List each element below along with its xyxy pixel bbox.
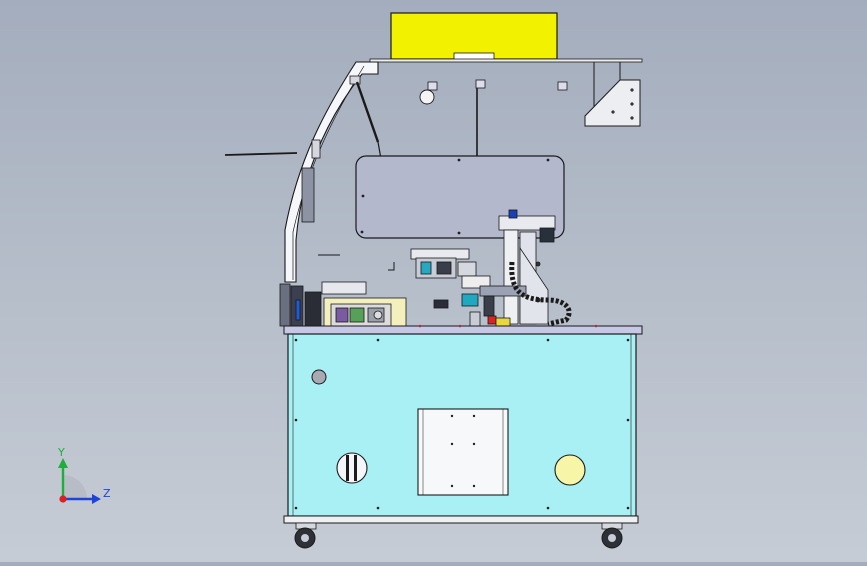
gas-strut bbox=[355, 81, 380, 143]
cabinet-round-port bbox=[554, 454, 586, 486]
top-mount-brackets bbox=[427, 79, 568, 91]
side-door-panel bbox=[301, 167, 315, 223]
vertical-column bbox=[498, 215, 556, 231]
axis-y-label: Y bbox=[57, 446, 65, 459]
arm-hinge bbox=[349, 75, 361, 85]
handle-bar bbox=[224, 152, 298, 156]
base-rail bbox=[283, 515, 639, 524]
cabinet-access-door bbox=[417, 408, 509, 496]
table-top bbox=[283, 325, 643, 335]
axis-z-arrow bbox=[92, 494, 101, 504]
coordinate-triad-icon: Y Z bbox=[57, 446, 111, 504]
right-bracket bbox=[584, 62, 641, 127]
vent-grille-left bbox=[336, 452, 368, 484]
arm-lock bbox=[311, 139, 321, 159]
top-yellow-box bbox=[390, 12, 558, 60]
caster-wheel-icon bbox=[294, 522, 317, 549]
axis-x-origin bbox=[59, 495, 67, 503]
top-plate bbox=[369, 58, 643, 63]
upper-frame bbox=[369, 12, 643, 211]
caster-wheel-icon bbox=[601, 522, 623, 549]
cabinet-grey-button bbox=[311, 369, 327, 385]
lower-cabinet bbox=[287, 333, 637, 517]
table-top-screws bbox=[418, 324, 598, 328]
axis-y-arrow bbox=[58, 458, 68, 468]
axis-z-label: Z bbox=[103, 487, 111, 500]
cable-chain-icon bbox=[509, 261, 572, 327]
top-round-knob bbox=[419, 89, 435, 105]
